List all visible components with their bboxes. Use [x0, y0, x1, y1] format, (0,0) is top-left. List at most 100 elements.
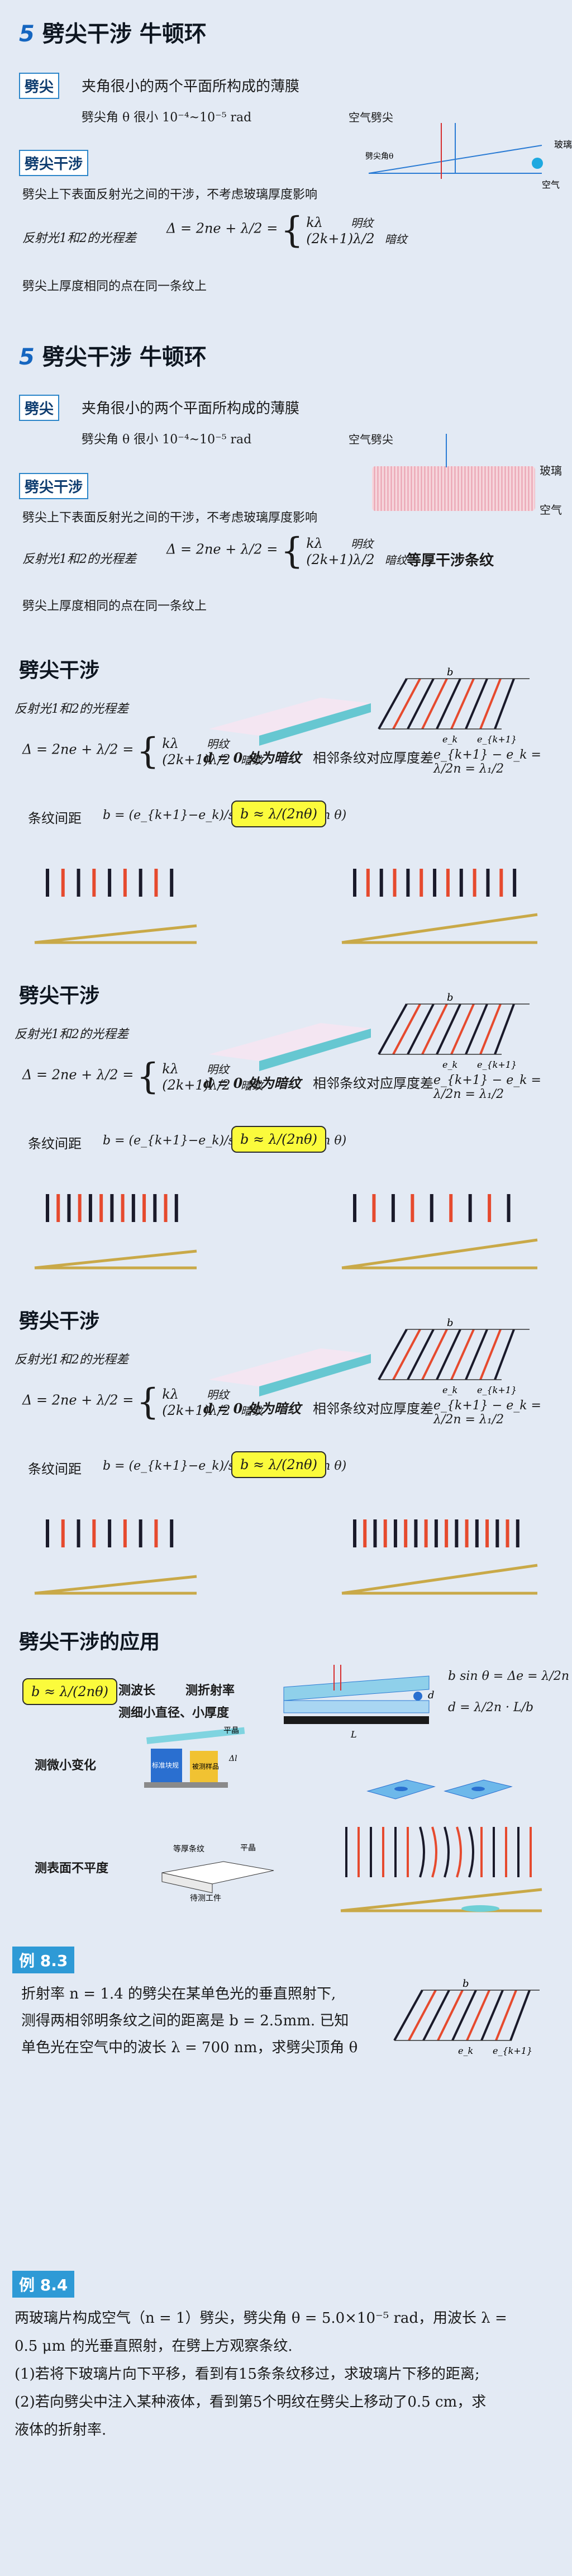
tag-wedge-interference: 劈尖干涉 [19, 150, 89, 176]
surface-fringe [456, 1826, 462, 1878]
fringe-bar [475, 1519, 479, 1547]
fringe-stripe [466, 1990, 490, 2041]
standard-block [151, 1749, 182, 1782]
fringe-stripe [494, 1003, 515, 1055]
fringe-stripe [479, 1003, 502, 1055]
fringe-bar [499, 869, 503, 897]
fringe-bar [92, 1519, 96, 1547]
plate-pair-1 [366, 1779, 436, 1800]
fringe-stripe [392, 1329, 421, 1380]
block-path-label: 反射光1和2的光程差 [15, 1353, 128, 1367]
fringe-bar [99, 1194, 103, 1222]
fringe-bar [393, 1519, 397, 1547]
fringe-bar [373, 1519, 377, 1547]
b-label: b [463, 1978, 469, 1990]
fringe-stripe [465, 1329, 488, 1380]
fringe-stripe [407, 678, 435, 730]
block-spacing-label: 条纹间距 [28, 1461, 82, 1477]
tag-wedge-2: 劈尖 [19, 395, 60, 421]
example-8-4-tag: 例 8.4 [12, 2271, 75, 2298]
block-d0: d = 0 处为暗纹 [203, 750, 301, 766]
block-formula-lhs: Δ = 2ne + λ/2 = [22, 741, 134, 757]
fringe-bar [372, 1194, 376, 1222]
spacing-box-app: b ≈ λ/(2nθ) [22, 1678, 117, 1705]
fringe-bar [67, 1194, 71, 1222]
fringe-bar [77, 869, 80, 897]
block-brace: { [136, 1381, 160, 1423]
surface-fringe [468, 1826, 474, 1878]
fringe-bar [353, 1194, 356, 1222]
fringe-bar [353, 1519, 356, 1547]
fringe-bar [445, 1519, 449, 1547]
block-fringe-bars-right [341, 869, 538, 944]
fringe-bar [56, 1194, 60, 1222]
fringe-bar [383, 1519, 387, 1547]
fringe-bar [465, 1519, 469, 1547]
block-adjacent-formula: e_{k+1} − e_k = λ/2n = λ₁/2 [433, 1073, 541, 1101]
wedge-angle-label: 劈尖角θ [365, 151, 393, 161]
fringe-bar [446, 869, 450, 897]
fringe-stripe [509, 1990, 531, 2041]
fringe-bar [92, 869, 96, 897]
block-fringe-bars-left [34, 1519, 197, 1595]
block-fringe-bars-right [341, 1194, 538, 1270]
ex84-line4: (2)若向劈尖中注入某种液体，看到第5个明纹在劈尖上移动了0.5 cm，求 [15, 2394, 487, 2411]
ex83-line2: 测得两相邻明条纹之间的距离是 b = 2.5mm. 已知 [21, 2012, 349, 2029]
fringe-bar [406, 869, 410, 897]
fringe-bar [123, 869, 127, 897]
ex83-line1: 折射率 n = 1.4 的劈尖在某单色光的垂直照射下, [21, 1986, 336, 2002]
block-path-label: 反射光1和2的光程差 [15, 702, 128, 716]
b-label: b [447, 992, 454, 1003]
wedge-top-line [34, 1249, 197, 1270]
wedge-top-line [341, 1238, 538, 1270]
workpiece-label: 待测工件 [190, 1894, 221, 1903]
fringe-stripe [494, 678, 515, 730]
ek-label: e_k [442, 1385, 457, 1395]
block-adjacent-label: 相邻条纹对应厚度差 [313, 1401, 433, 1417]
fringe-bar [154, 869, 158, 897]
surface-test-diagram: 等厚条纹 平晶 待测工件 [161, 1844, 274, 1903]
fringe-stripe [407, 1003, 435, 1055]
fringe-bar [46, 869, 49, 897]
measure-diameter: 测细小直径、小厚度 [118, 1706, 230, 1720]
fringe-bar [473, 869, 476, 897]
fringe-stripe [378, 1003, 408, 1055]
example-8-3-tag: 例 8.3 [12, 1947, 75, 1973]
conclusion: 劈尖上厚度相同的点在同一条纹上 [22, 280, 207, 293]
fringe-stripe [465, 678, 488, 730]
block-fringe-bars-left [34, 869, 197, 944]
block-adjacent-label: 相邻条纹对应厚度差 [313, 750, 433, 766]
fringe-bar [108, 1519, 112, 1547]
glass-marker [532, 158, 543, 169]
fringe-stripe [450, 1003, 475, 1055]
fringe-bar [121, 1194, 125, 1222]
fringe-bar [61, 1519, 65, 1547]
fringe-bar [154, 1519, 158, 1547]
tag-wedge-interference-2: 劈尖干涉 [19, 473, 89, 499]
path-diff-label: 反射光1和2的光程差 [22, 231, 136, 245]
fringe-stripe [393, 1990, 423, 2041]
wedge-side [259, 703, 371, 746]
fringe-bar [486, 869, 490, 897]
wedge-angle-range: 劈尖角 θ 很小 10⁻⁴~10⁻⁵ rad [82, 111, 252, 125]
air-label-2: 空气 [540, 503, 562, 517]
block-spacing-label: 条纹间距 [28, 811, 82, 826]
fringe-stripe [392, 678, 421, 730]
fringe-bar [77, 1519, 80, 1547]
fringe-bar [513, 869, 517, 897]
fringe-bar [78, 1194, 82, 1222]
fringe-bar [459, 869, 463, 897]
fringe-bar [46, 1194, 49, 1222]
brace: { [280, 210, 304, 251]
block-adjacent-label: 相邻条纹对应厚度差 [313, 1076, 433, 1091]
